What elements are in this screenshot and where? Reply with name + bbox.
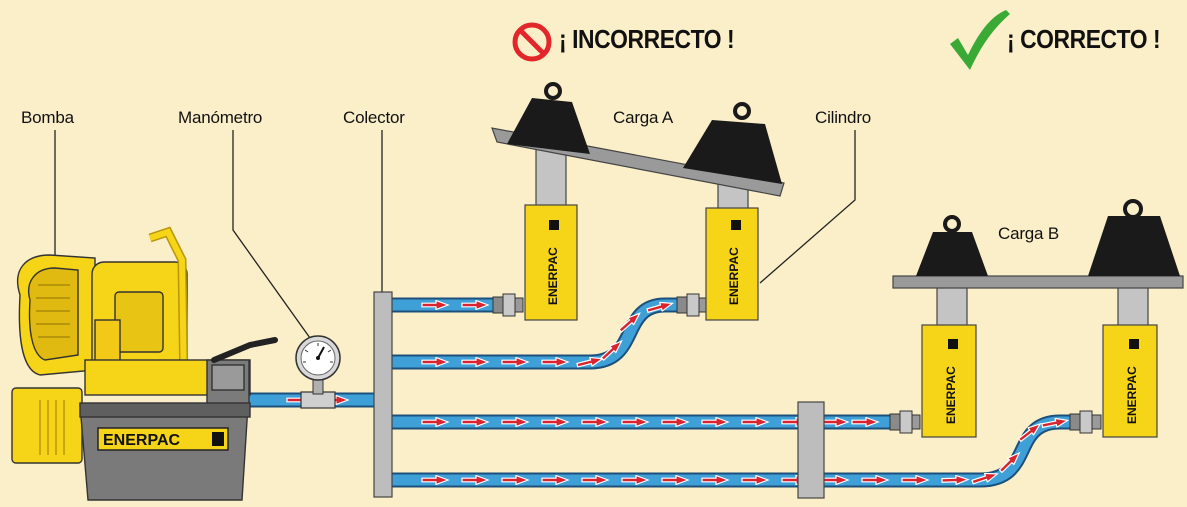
hose-cylinder-a2	[392, 297, 680, 370]
cylinder-b2: ENERPAC	[1102, 285, 1158, 438]
correct-heading: ¡ CORRECTO !	[1007, 24, 1161, 54]
weight-b-large	[1088, 199, 1180, 276]
pump: ENERPAC	[11, 226, 278, 501]
hoses	[245, 297, 1072, 488]
weight-b-small	[916, 215, 988, 276]
cylinder-b2-brand: ENERPAC	[1125, 366, 1139, 424]
label-manifold: Colector	[343, 108, 405, 127]
secondary-manifold	[797, 401, 825, 499]
label-gauge: Manómetro	[178, 108, 263, 127]
label-load-b: Carga B	[998, 224, 1059, 243]
coupler-a2	[676, 293, 707, 317]
prohibited-icon	[512, 22, 552, 62]
pump-brand-text: ENERPAC	[103, 432, 180, 449]
label-load-a: Carga A	[613, 108, 674, 127]
cylinder-a1-brand: ENERPAC	[546, 247, 560, 305]
weight-a-small	[507, 82, 590, 154]
weight-a-large	[683, 102, 782, 184]
cylinder-a1: ENERPAC	[524, 139, 578, 321]
label-pump: Bomba	[21, 108, 74, 127]
cylinder-a2: ENERPAC	[705, 169, 759, 321]
cylinder-b1-brand: ENERPAC	[944, 366, 958, 424]
pressure-gauge	[295, 335, 341, 409]
hose-fittings	[492, 293, 1102, 434]
coupler-a1	[492, 293, 524, 317]
label-cylinder: Cilindro	[815, 108, 872, 127]
correct-setup: ENERPAC ENERPAC	[892, 199, 1184, 438]
checkmark-icon	[950, 10, 1010, 70]
level-platform	[892, 275, 1184, 289]
hose-cylinder-b2	[392, 414, 1072, 488]
coupler-b1	[889, 410, 921, 434]
coupler-b2	[1069, 410, 1102, 434]
cylinder-a2-brand: ENERPAC	[727, 247, 741, 305]
incorrect-heading: ¡ INCORRECTO !	[559, 24, 735, 54]
incorrect-setup: ENERPAC ENERPAC	[491, 82, 785, 321]
manifold	[373, 291, 393, 498]
cylinder-b1: ENERPAC	[921, 285, 977, 438]
